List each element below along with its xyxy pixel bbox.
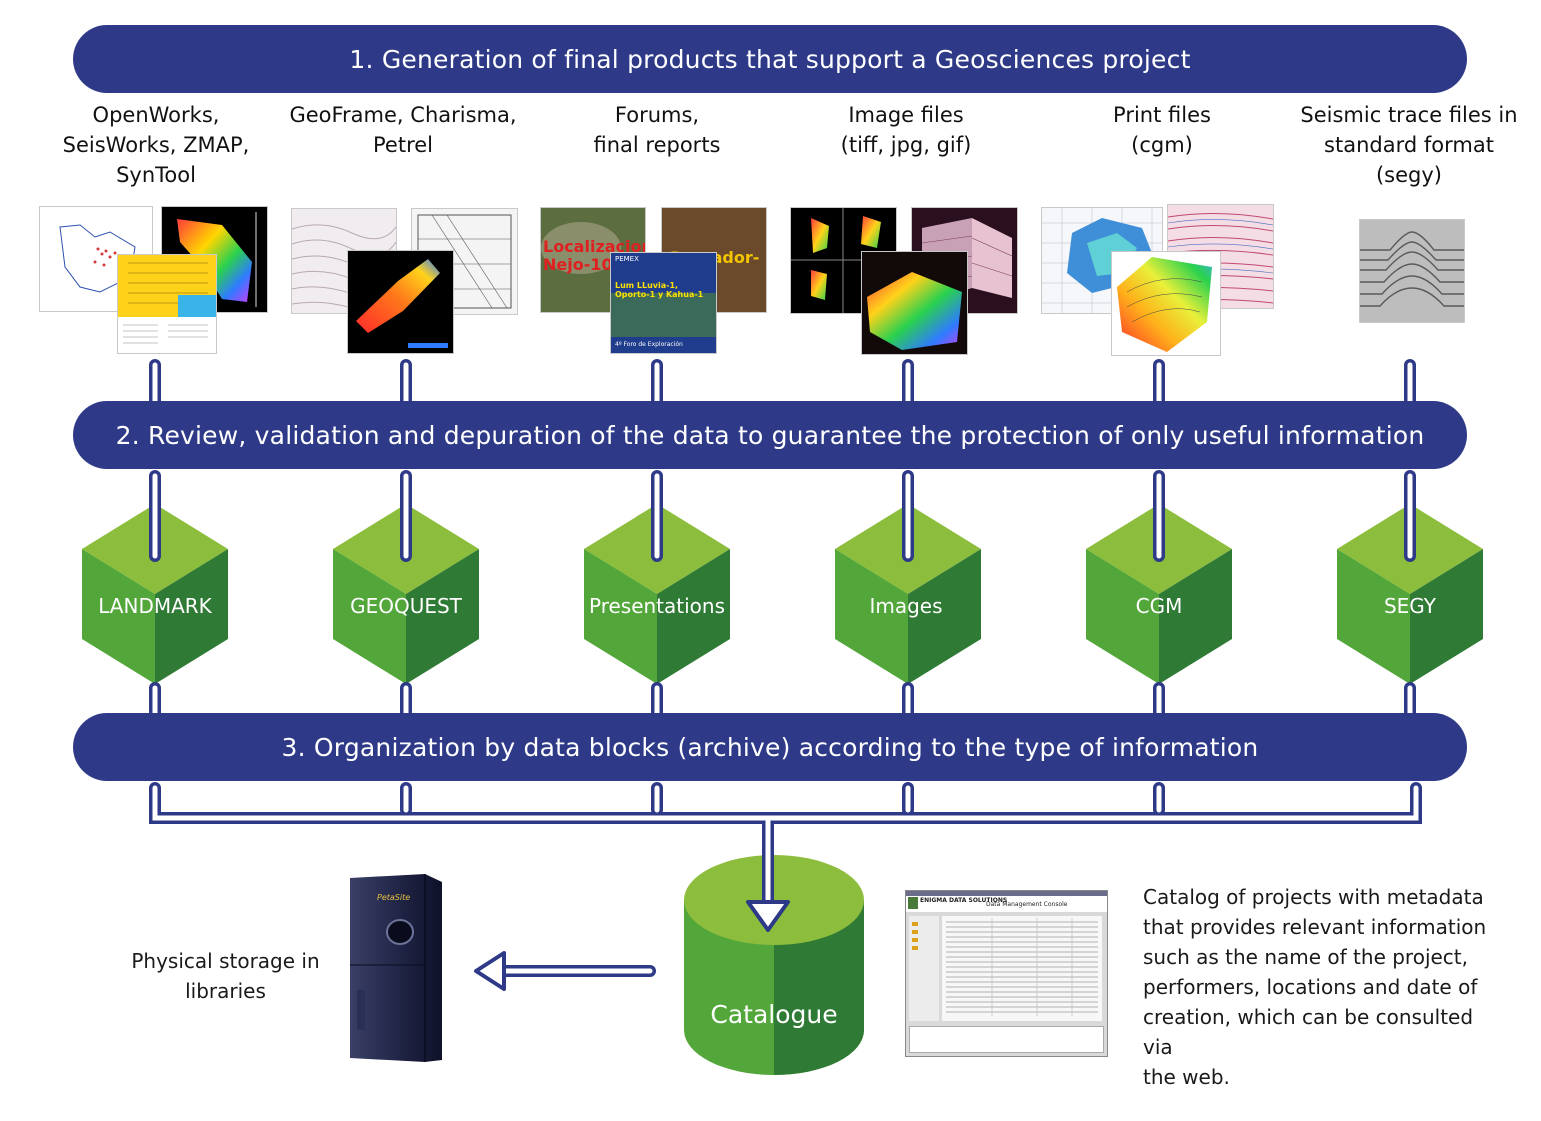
catalog-text-line: performers, locations and date of xyxy=(1143,975,1478,999)
volume-thumbnail xyxy=(862,252,967,354)
surface-image xyxy=(356,259,448,348)
column-label-line: (tiff, jpg, gif) xyxy=(840,133,972,157)
banner-organization-text: 3. Organization by data blocks (archive)… xyxy=(281,732,1259,762)
catalog-text-line: creation, which can be consulted via xyxy=(1143,1005,1474,1059)
surface-thumbnail xyxy=(348,251,453,353)
storage-text-line: Physical storage in xyxy=(131,949,320,973)
console-title-bar xyxy=(906,891,1107,896)
well-sheet-thumbnail xyxy=(118,255,216,353)
images-cube xyxy=(835,504,981,684)
catalogue-label: Catalogue xyxy=(710,1000,838,1029)
banner-organization: 3. Organization by data blocks (archive)… xyxy=(73,713,1467,781)
banner-review-text: 2. Review, validation and depuration of … xyxy=(115,420,1425,450)
column-label-images: Image files (tiff, jpg, gif) xyxy=(786,100,1026,160)
banner-generation: 1. Generation of final products that sup… xyxy=(73,25,1467,93)
pemex-logo-text: PEMEX xyxy=(615,255,639,263)
column-label-landmark: OpenWorks, SeisWorks, ZMAP, SynTool xyxy=(36,100,276,190)
console-header: ENIGMA DATA SOLUTIONS Data Management Co… xyxy=(906,896,1107,912)
cube-label-segy: SEGY xyxy=(1383,594,1437,618)
console-tree-panel xyxy=(909,916,939,1021)
map-grid-image xyxy=(791,208,896,313)
catalog-text-line: such as the name of the project, xyxy=(1143,945,1468,969)
geoquest-cube xyxy=(333,504,479,684)
column-label-cgm: Print files (cgm) xyxy=(1042,100,1282,160)
banner-generation-text: 1. Generation of final products that sup… xyxy=(349,44,1191,74)
cube-label-landmark: LANDMARK xyxy=(98,594,212,618)
console-screenshot: ENIGMA DATA SOLUTIONS Data Management Co… xyxy=(905,890,1108,1057)
console-title-text: Data Management Console xyxy=(986,901,1068,908)
column-label-line: GeoFrame, Charisma, xyxy=(289,103,517,127)
column-label-line: final reports xyxy=(593,133,721,157)
forum-slide-blue-footer: 4º Foro de Exploración xyxy=(615,341,683,348)
volume-image xyxy=(867,272,962,350)
server-icon xyxy=(350,874,442,1062)
cube-label-geoquest: GEOQUEST xyxy=(350,594,462,618)
well-sheet-image xyxy=(118,255,216,344)
column-label-line: standard format xyxy=(1324,133,1494,157)
column-label-line: Seismic trace files in xyxy=(1300,103,1518,127)
catalog-text-line: Catalog of projects with metadata xyxy=(1143,885,1484,909)
cube-label-images: Images xyxy=(869,594,943,618)
column-label-line: Print files xyxy=(1113,103,1211,127)
segy-trace-image xyxy=(1360,231,1464,307)
cube-label-cgm: CGM xyxy=(1135,594,1183,618)
segy-trace-thumbnail xyxy=(1360,220,1464,322)
console-brand-text: ENIGMA DATA SOLUTIONS xyxy=(920,897,1008,904)
forum-slide-blue-title: Lum LLuvia-1, Oporto-1 y Kahua-1 xyxy=(615,281,704,299)
console-table-panel xyxy=(942,916,1102,1021)
cgm-surface-image xyxy=(1117,257,1212,352)
column-label-segy: Seismic trace files in standard format (… xyxy=(1289,100,1529,190)
catalogue-cylinder xyxy=(684,855,864,1075)
console-detail-panel xyxy=(909,1026,1104,1053)
catalog-description: Catalog of projects with metadata that p… xyxy=(1143,882,1503,1092)
left-arrow-icon xyxy=(474,951,506,991)
storage-description: Physical storage in libraries xyxy=(118,946,333,1006)
cube-label-presentations: Presentations xyxy=(588,594,726,618)
column-label-line: Forums, xyxy=(614,103,700,127)
column-label-line: SeisWorks, ZMAP, xyxy=(62,133,250,157)
catalog-text-line: that provides relevant information xyxy=(1143,915,1487,939)
server-brand-label: PetaSite xyxy=(377,893,411,902)
storage-text-line: libraries xyxy=(185,979,266,1003)
forum-slide-red-title: Localizacion Nejo-10 xyxy=(543,237,645,274)
column-label-line: SynTool xyxy=(116,163,196,187)
column-label-line: (segy) xyxy=(1375,163,1442,187)
column-label-line: (cgm) xyxy=(1131,133,1193,157)
aerial-photo xyxy=(611,293,716,337)
column-label-geoquest: GeoFrame, Charisma, Petrel xyxy=(283,100,523,160)
column-label-line: OpenWorks, xyxy=(92,103,220,127)
column-label-presentations: Forums, final reports xyxy=(537,100,777,160)
cgm-surface-thumbnail xyxy=(1112,252,1220,355)
banner-review: 2. Review, validation and depuration of … xyxy=(73,401,1467,469)
catalog-text-line: the web. xyxy=(1143,1065,1230,1089)
column-label-line: Image files xyxy=(848,103,964,127)
column-label-line: Petrel xyxy=(373,133,433,157)
forum-slide-blue-thumbnail: PEMEX Lum LLuvia-1, Oporto-1 y Kahua-1 4… xyxy=(611,253,716,353)
